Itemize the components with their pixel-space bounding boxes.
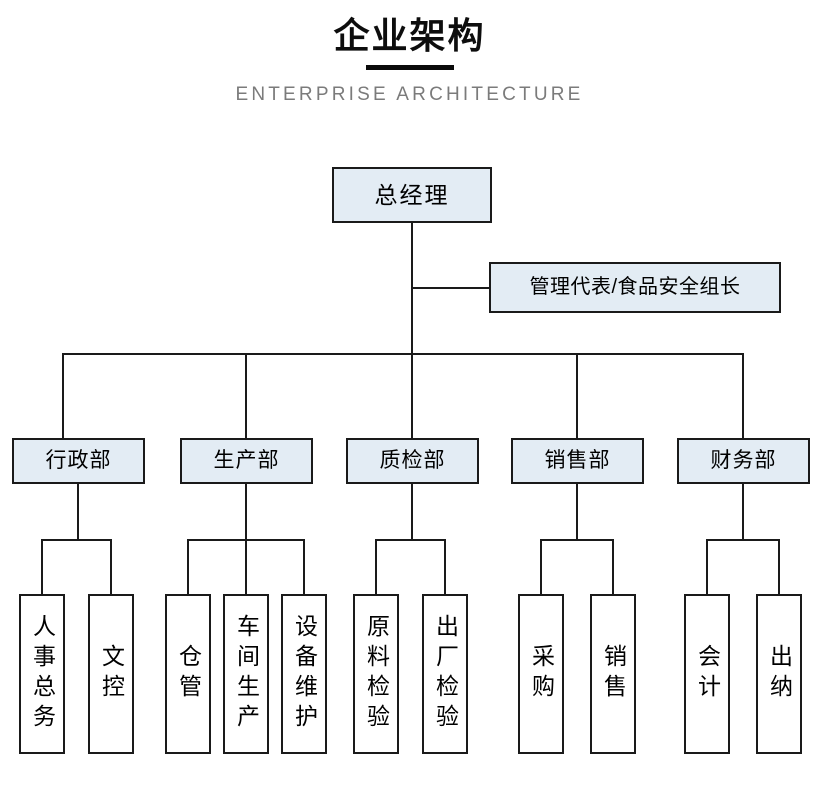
node-label: 质检部	[379, 449, 446, 473]
node-unit-raw-material-inspection[interactable]: 原料检验	[353, 594, 399, 754]
node-unit-procurement[interactable]: 采购	[518, 594, 564, 754]
connector-drop-production-3	[303, 539, 305, 595]
connector-finance-stem	[742, 484, 744, 540]
connector-drop-dept-3	[411, 353, 413, 438]
node-label: 人事总务	[29, 614, 56, 734]
node-management-representative[interactable]: 管理代表/食品安全组长	[489, 262, 781, 313]
node-unit-accounting[interactable]: 会计	[684, 594, 730, 754]
node-unit-workshop-production[interactable]: 车间生产	[223, 594, 269, 754]
connector-drop-dept-1	[62, 353, 64, 438]
node-unit-hr-general-affairs[interactable]: 人事总务	[19, 594, 65, 754]
connector-department-bus	[62, 353, 743, 355]
connector-drop-sales-1	[540, 539, 542, 595]
node-unit-sales[interactable]: 销售	[590, 594, 636, 754]
connector-production-stem	[245, 484, 247, 540]
node-unit-equipment-maintenance[interactable]: 设备维护	[281, 594, 327, 754]
connector-drop-dept-4	[576, 353, 578, 438]
title-divider	[365, 65, 454, 70]
node-label: 设备维护	[291, 614, 318, 734]
node-unit-warehouse[interactable]: 仓管	[165, 594, 211, 754]
node-label: 车间生产	[233, 614, 260, 734]
node-label: 行政部	[45, 449, 112, 473]
connector-drop-sales-2	[612, 539, 614, 595]
node-department-finance[interactable]: 财务部	[677, 438, 810, 484]
node-unit-cashier[interactable]: 出纳	[756, 594, 802, 754]
connector-administration-bus	[41, 539, 112, 541]
connector-drop-dept-5	[742, 353, 744, 438]
connector-drop-administration-1	[41, 539, 43, 595]
connector-sales-stem	[576, 484, 578, 540]
connector-sales-bus	[540, 539, 614, 541]
page-subtitle: ENTERPRISE ARCHITECTURE	[235, 84, 584, 105]
connector-drop-production-1	[187, 539, 189, 595]
connector-root-trunk	[411, 223, 413, 355]
node-unit-document-control[interactable]: 文控	[88, 594, 134, 754]
connector-drop-finance-2	[778, 539, 780, 595]
connector-drop-production-2	[245, 539, 247, 595]
node-department-quality[interactable]: 质检部	[346, 438, 479, 484]
node-department-sales[interactable]: 销售部	[511, 438, 644, 484]
node-department-administration[interactable]: 行政部	[12, 438, 145, 484]
node-general-manager[interactable]: 总经理	[332, 167, 492, 223]
connector-quality-stem	[411, 484, 413, 540]
chart-header: 企业架构 ENTERPRISE ARCHITECTURE	[0, 0, 819, 130]
node-label: 销售	[600, 644, 627, 704]
connector-drop-quality-1	[375, 539, 377, 595]
node-label: 财务部	[710, 449, 777, 473]
connector-finance-bus	[706, 539, 780, 541]
node-label: 总经理	[374, 181, 450, 208]
node-department-production[interactable]: 生产部	[180, 438, 313, 484]
node-unit-outgoing-inspection[interactable]: 出厂检验	[422, 594, 468, 754]
connector-drop-quality-2	[444, 539, 446, 595]
connector-administration-stem	[77, 484, 79, 540]
connector-drop-dept-2	[245, 353, 247, 438]
node-label: 仓管	[175, 644, 202, 704]
node-label: 出厂检验	[432, 614, 459, 734]
node-label: 采购	[528, 644, 555, 704]
node-label: 原料检验	[363, 614, 390, 734]
node-label: 会计	[694, 644, 721, 704]
page-title: 企业架构	[333, 15, 486, 56]
connector-quality-bus	[375, 539, 446, 541]
node-label: 管理代表/食品安全组长	[529, 276, 741, 299]
connector-drop-administration-2	[110, 539, 112, 595]
node-label: 出纳	[766, 644, 793, 704]
node-label: 文控	[98, 644, 125, 704]
connector-staff-link	[411, 287, 490, 289]
node-label: 销售部	[544, 449, 611, 473]
connector-drop-finance-1	[706, 539, 708, 595]
node-label: 生产部	[213, 449, 280, 473]
